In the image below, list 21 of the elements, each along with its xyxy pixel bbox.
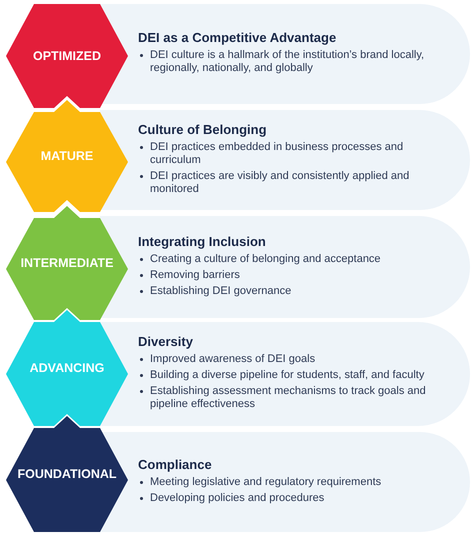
bullet-text: Establishing DEI governance bbox=[150, 284, 292, 298]
bullet-text: Meeting legislative and regulatory requirements bbox=[150, 476, 382, 488]
bullet-text: Improved awareness of DEI goals bbox=[150, 353, 316, 366]
panel-heading: Integrating Inclusion bbox=[138, 234, 266, 248]
level-label: INTERMEDIATE bbox=[20, 256, 114, 270]
bullet-text: Developing policies and procedures bbox=[150, 492, 326, 504]
bullet-text: DEI practices are visibly and consistently applied and monitored bbox=[150, 170, 410, 196]
level-label: ADVANCING bbox=[30, 361, 104, 375]
bullet-text: DEI culture is a hallmark of the institution’s brand locally, regionally, nationally, and globally bbox=[150, 49, 426, 75]
bullet-text: Establishing assessment mechanisms to track goals and pipeline effectiveness bbox=[150, 385, 427, 411]
bullet-text: Building a diverse pipeline for students, staff, and faculty bbox=[150, 369, 426, 382]
panel-heading: Compliance bbox=[138, 456, 212, 472]
bullet-text: Removing barriers bbox=[150, 268, 241, 282]
level-label: OPTIMIZED bbox=[32, 49, 102, 63]
bullet-text: Creating a culture of belonging and acceptance bbox=[150, 252, 382, 266]
bullet-text: DEI practices embedded in business processes and curriculum bbox=[150, 140, 404, 166]
panel-heading: Diversity bbox=[138, 334, 193, 349]
panel-heading: Culture of Belonging bbox=[138, 122, 267, 136]
panel-heading: DEI as a Competitive Advantage bbox=[138, 30, 336, 45]
level-label: FOUNDATIONAL bbox=[17, 467, 117, 481]
level-label: MATURE bbox=[40, 149, 94, 163]
